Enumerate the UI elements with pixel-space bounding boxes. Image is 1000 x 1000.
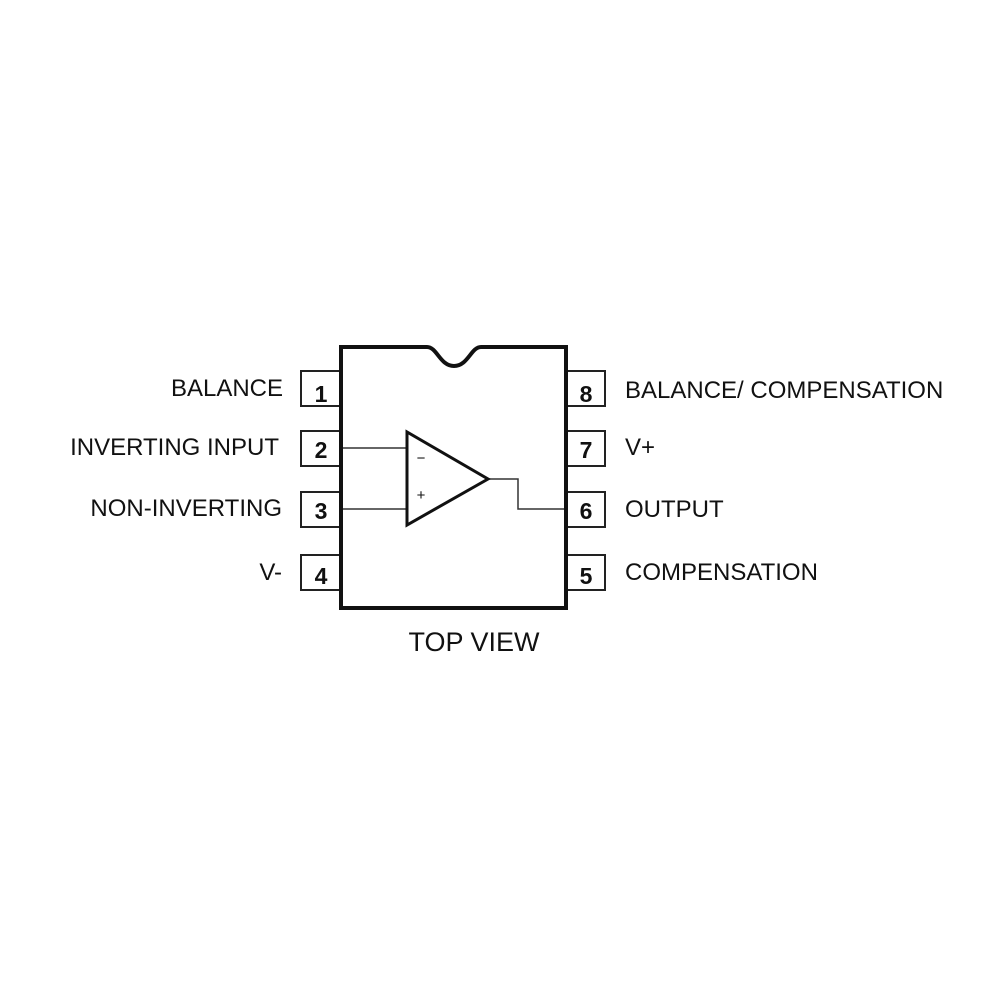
pin-3-number: 3	[315, 498, 328, 524]
output-wire	[488, 478, 564, 510]
noninverting-sign: +	[417, 487, 426, 504]
pin-2-box	[300, 430, 342, 467]
pin-6-label: OUTPUT	[625, 496, 724, 523]
pin-5: 5 COMPENSATION	[565, 554, 818, 591]
pin-2-number: 2	[315, 437, 328, 463]
top-view-caption: TOP VIEW	[408, 627, 540, 657]
pin-5-label: COMPENSATION	[625, 559, 818, 586]
pin-3: 3 NON-INVERTING	[90, 491, 342, 528]
pin-2-label: INVERTING INPUT	[70, 434, 279, 461]
pin-4-label: V-	[259, 559, 282, 586]
pin-6: 6 OUTPUT	[565, 491, 724, 528]
pin-5-box	[565, 554, 606, 591]
pin-6-box	[565, 491, 606, 528]
pin-7-label: V+	[625, 434, 655, 461]
pin-8-number: 8	[580, 381, 593, 407]
pin-1: 1 BALANCE	[171, 370, 342, 407]
pin-7-box	[565, 430, 606, 467]
pin-3-label: NON-INVERTING	[90, 495, 282, 522]
pin-7: 7 V+	[565, 430, 655, 467]
pin-8-label: BALANCE/ COMPENSATION	[625, 377, 943, 404]
op-amp-symbol	[405, 429, 492, 528]
pin-4-number: 4	[315, 563, 328, 589]
pin-4: 4 V-	[259, 554, 342, 591]
pin-1-label: BALANCE	[171, 375, 283, 402]
pin-4-box	[300, 554, 342, 591]
pin-1-number: 1	[315, 381, 328, 407]
pin-2: 2 INVERTING INPUT	[70, 430, 342, 467]
pin-5-number: 5	[580, 563, 593, 589]
pin-8: 8 BALANCE/ COMPENSATION	[565, 370, 943, 407]
pin-7-number: 7	[580, 437, 593, 463]
pin-6-number: 6	[580, 498, 593, 524]
inverting-sign: −	[417, 450, 426, 467]
